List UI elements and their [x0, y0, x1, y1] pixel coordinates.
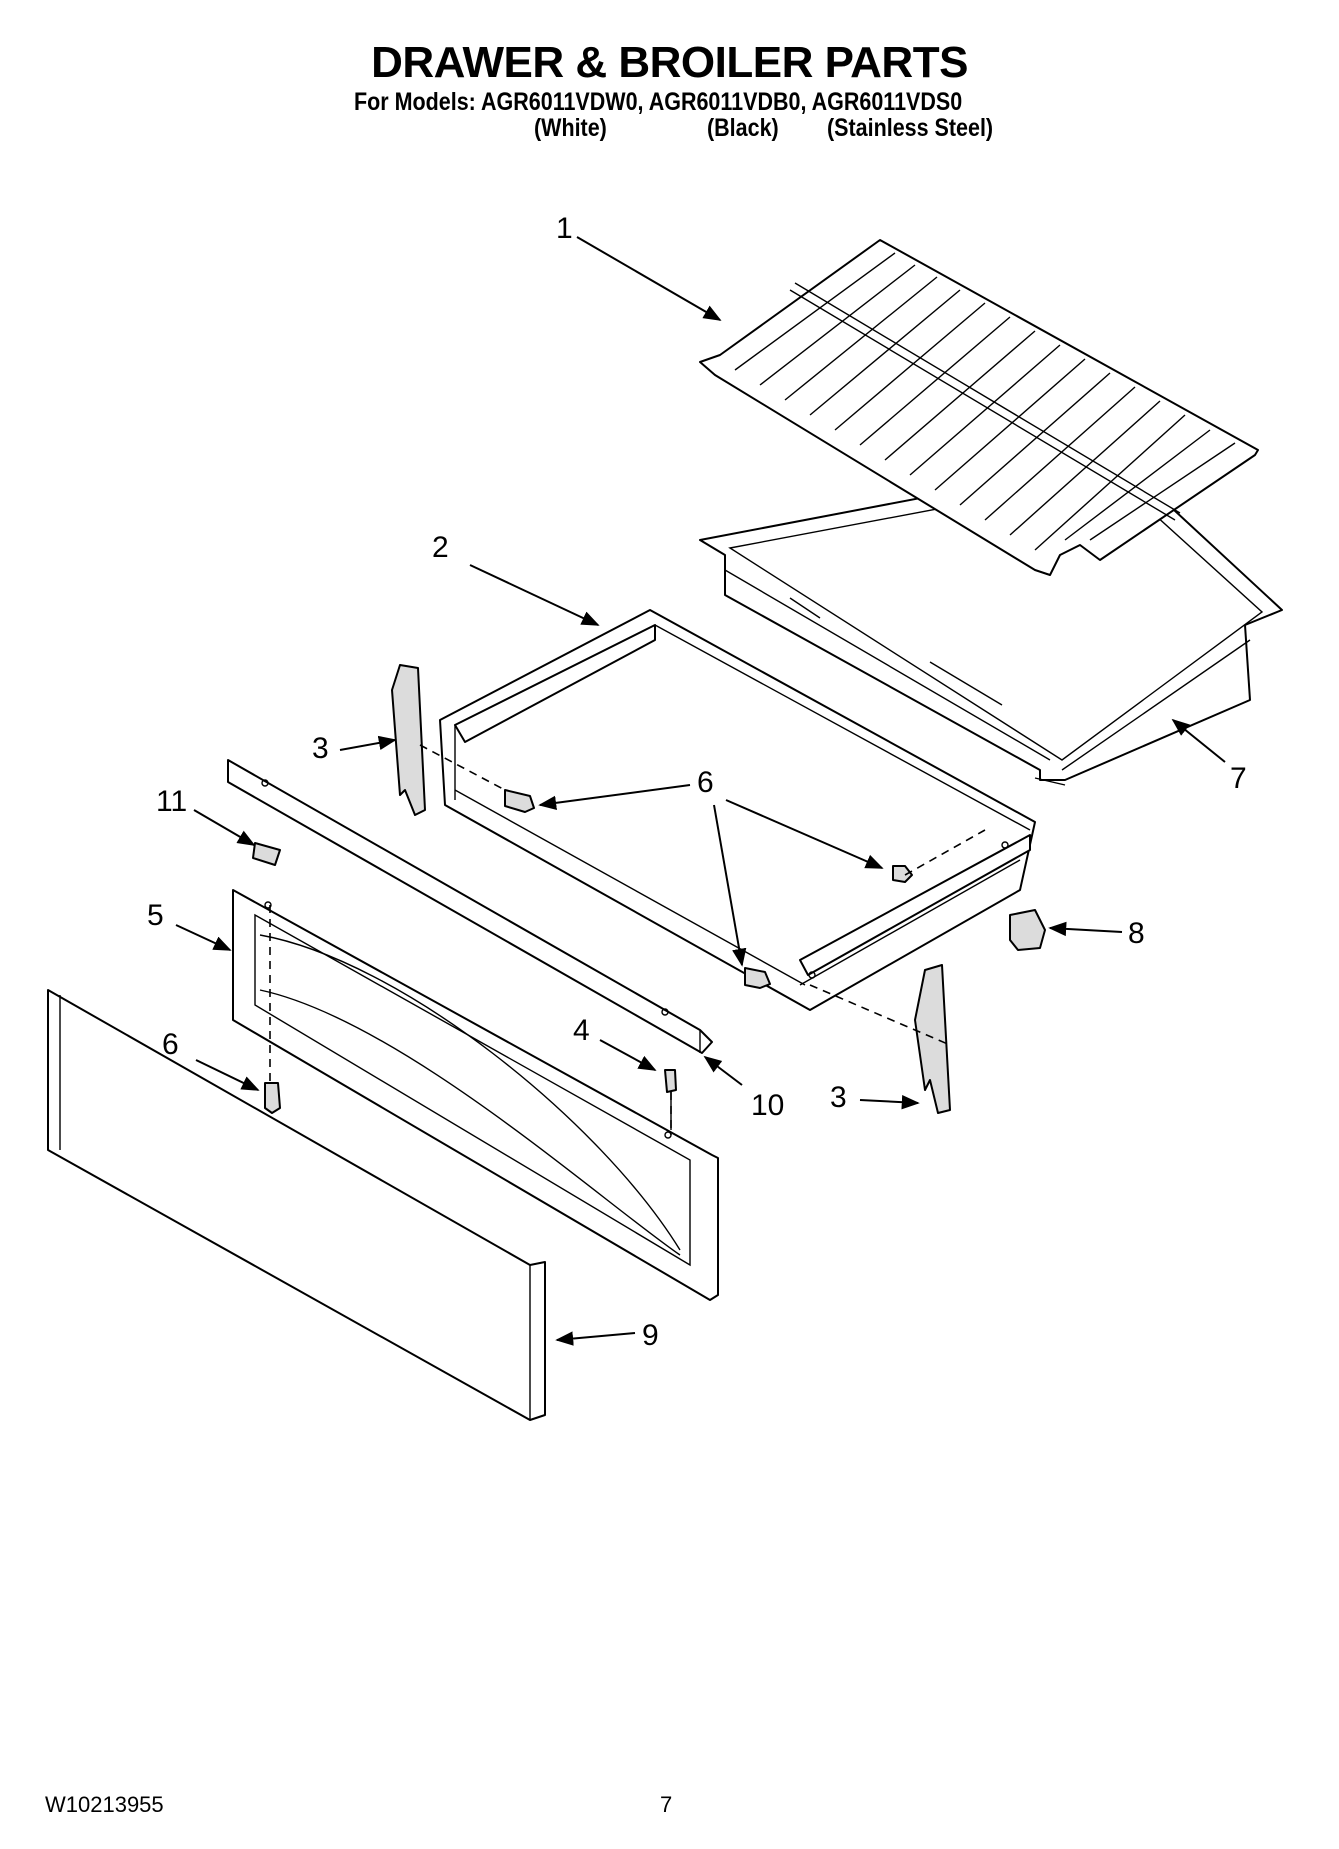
drawer-front-rail [227, 759, 713, 1054]
clip-11 [252, 842, 281, 866]
document-number: W10213955 [45, 1792, 164, 1817]
models-line: For Models: AGR6011VDW0, AGR6011VDB0, AG… [354, 88, 963, 116]
screw-6-top-left [504, 789, 535, 813]
callout-3-left: 3 [312, 732, 329, 765]
callout-6-top: 6 [697, 766, 714, 799]
drawer-glide-right [914, 964, 951, 1114]
broiler-grid [699, 239, 1259, 576]
screw-6-front [264, 1082, 281, 1114]
callout-11: 11 [156, 785, 187, 818]
callout-5: 5 [147, 899, 164, 932]
page-title: DRAWER & BROILER PARTS [371, 38, 968, 87]
callout-6-front: 6 [162, 1028, 179, 1061]
drawer-inner-panel [232, 889, 719, 1301]
callout-9: 9 [642, 1319, 659, 1352]
variant-stainless: (Stainless Steel) [827, 114, 994, 142]
clip-8 [1009, 909, 1046, 951]
variant-black: (Black) [707, 114, 779, 142]
callout-1: 1 [556, 212, 573, 245]
callout-10: 10 [751, 1089, 784, 1122]
screw-6-top-right [892, 865, 913, 883]
drawer-glide-left [391, 664, 426, 816]
callout-7: 7 [1230, 762, 1247, 795]
callout-3-right: 3 [830, 1081, 847, 1114]
screw-6-middle [744, 967, 771, 989]
callout-4: 4 [573, 1014, 590, 1047]
callout-2: 2 [432, 531, 449, 564]
page-number: 7 [660, 1792, 673, 1817]
drawer-body [439, 609, 1036, 1011]
callout-8: 8 [1128, 917, 1145, 950]
drawer-front-panel [47, 989, 546, 1421]
variant-white: (White) [534, 114, 607, 142]
